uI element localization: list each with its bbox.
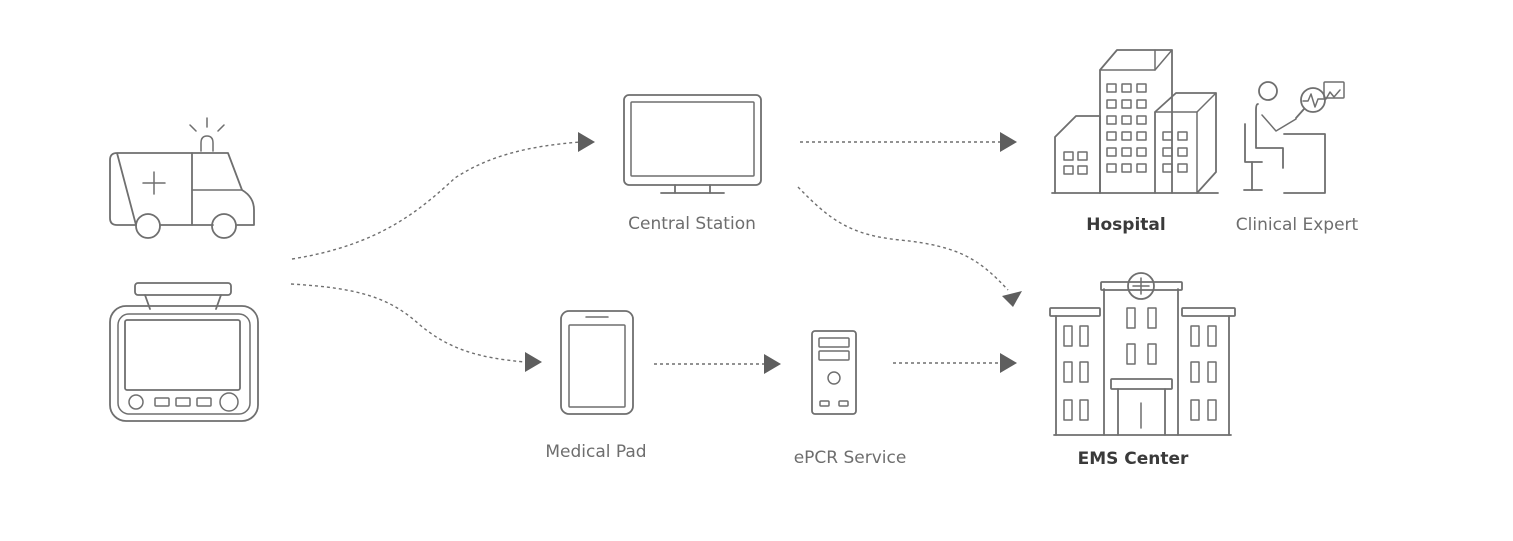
display-monitor-icon (623, 94, 762, 194)
arrowhead (1000, 132, 1017, 152)
server-tower-icon (811, 330, 857, 415)
flow-arrows (290, 132, 1022, 374)
arrowhead (764, 354, 781, 374)
arrowhead (1002, 291, 1022, 307)
central-station-label: Central Station (628, 214, 756, 234)
clinical-expert-label: Clinical Expert (1236, 215, 1359, 235)
arrowhead (578, 132, 595, 152)
ems-center-label: EMS Center (1078, 449, 1189, 469)
medical-pad-label: Medical Pad (545, 442, 646, 462)
arrow-ambulance-to-medical-pad (290, 283, 526, 363)
ems-building-icon (1049, 272, 1236, 436)
arrow-ambulance-to-central-station (291, 141, 581, 260)
tablet-icon (560, 310, 634, 415)
arrowhead (525, 352, 542, 372)
patient-monitor-icon (109, 282, 259, 422)
hospital-buildings-icon (1051, 49, 1219, 194)
arrowhead (1000, 353, 1017, 373)
arrow-central-station-to-ems-center (797, 186, 1009, 291)
epcr-service-label: ePCR Service (794, 448, 907, 468)
hospital-label: Hospital (1086, 215, 1165, 235)
clinical-expert-icon (1243, 81, 1345, 194)
ambulance-icon (109, 117, 255, 239)
